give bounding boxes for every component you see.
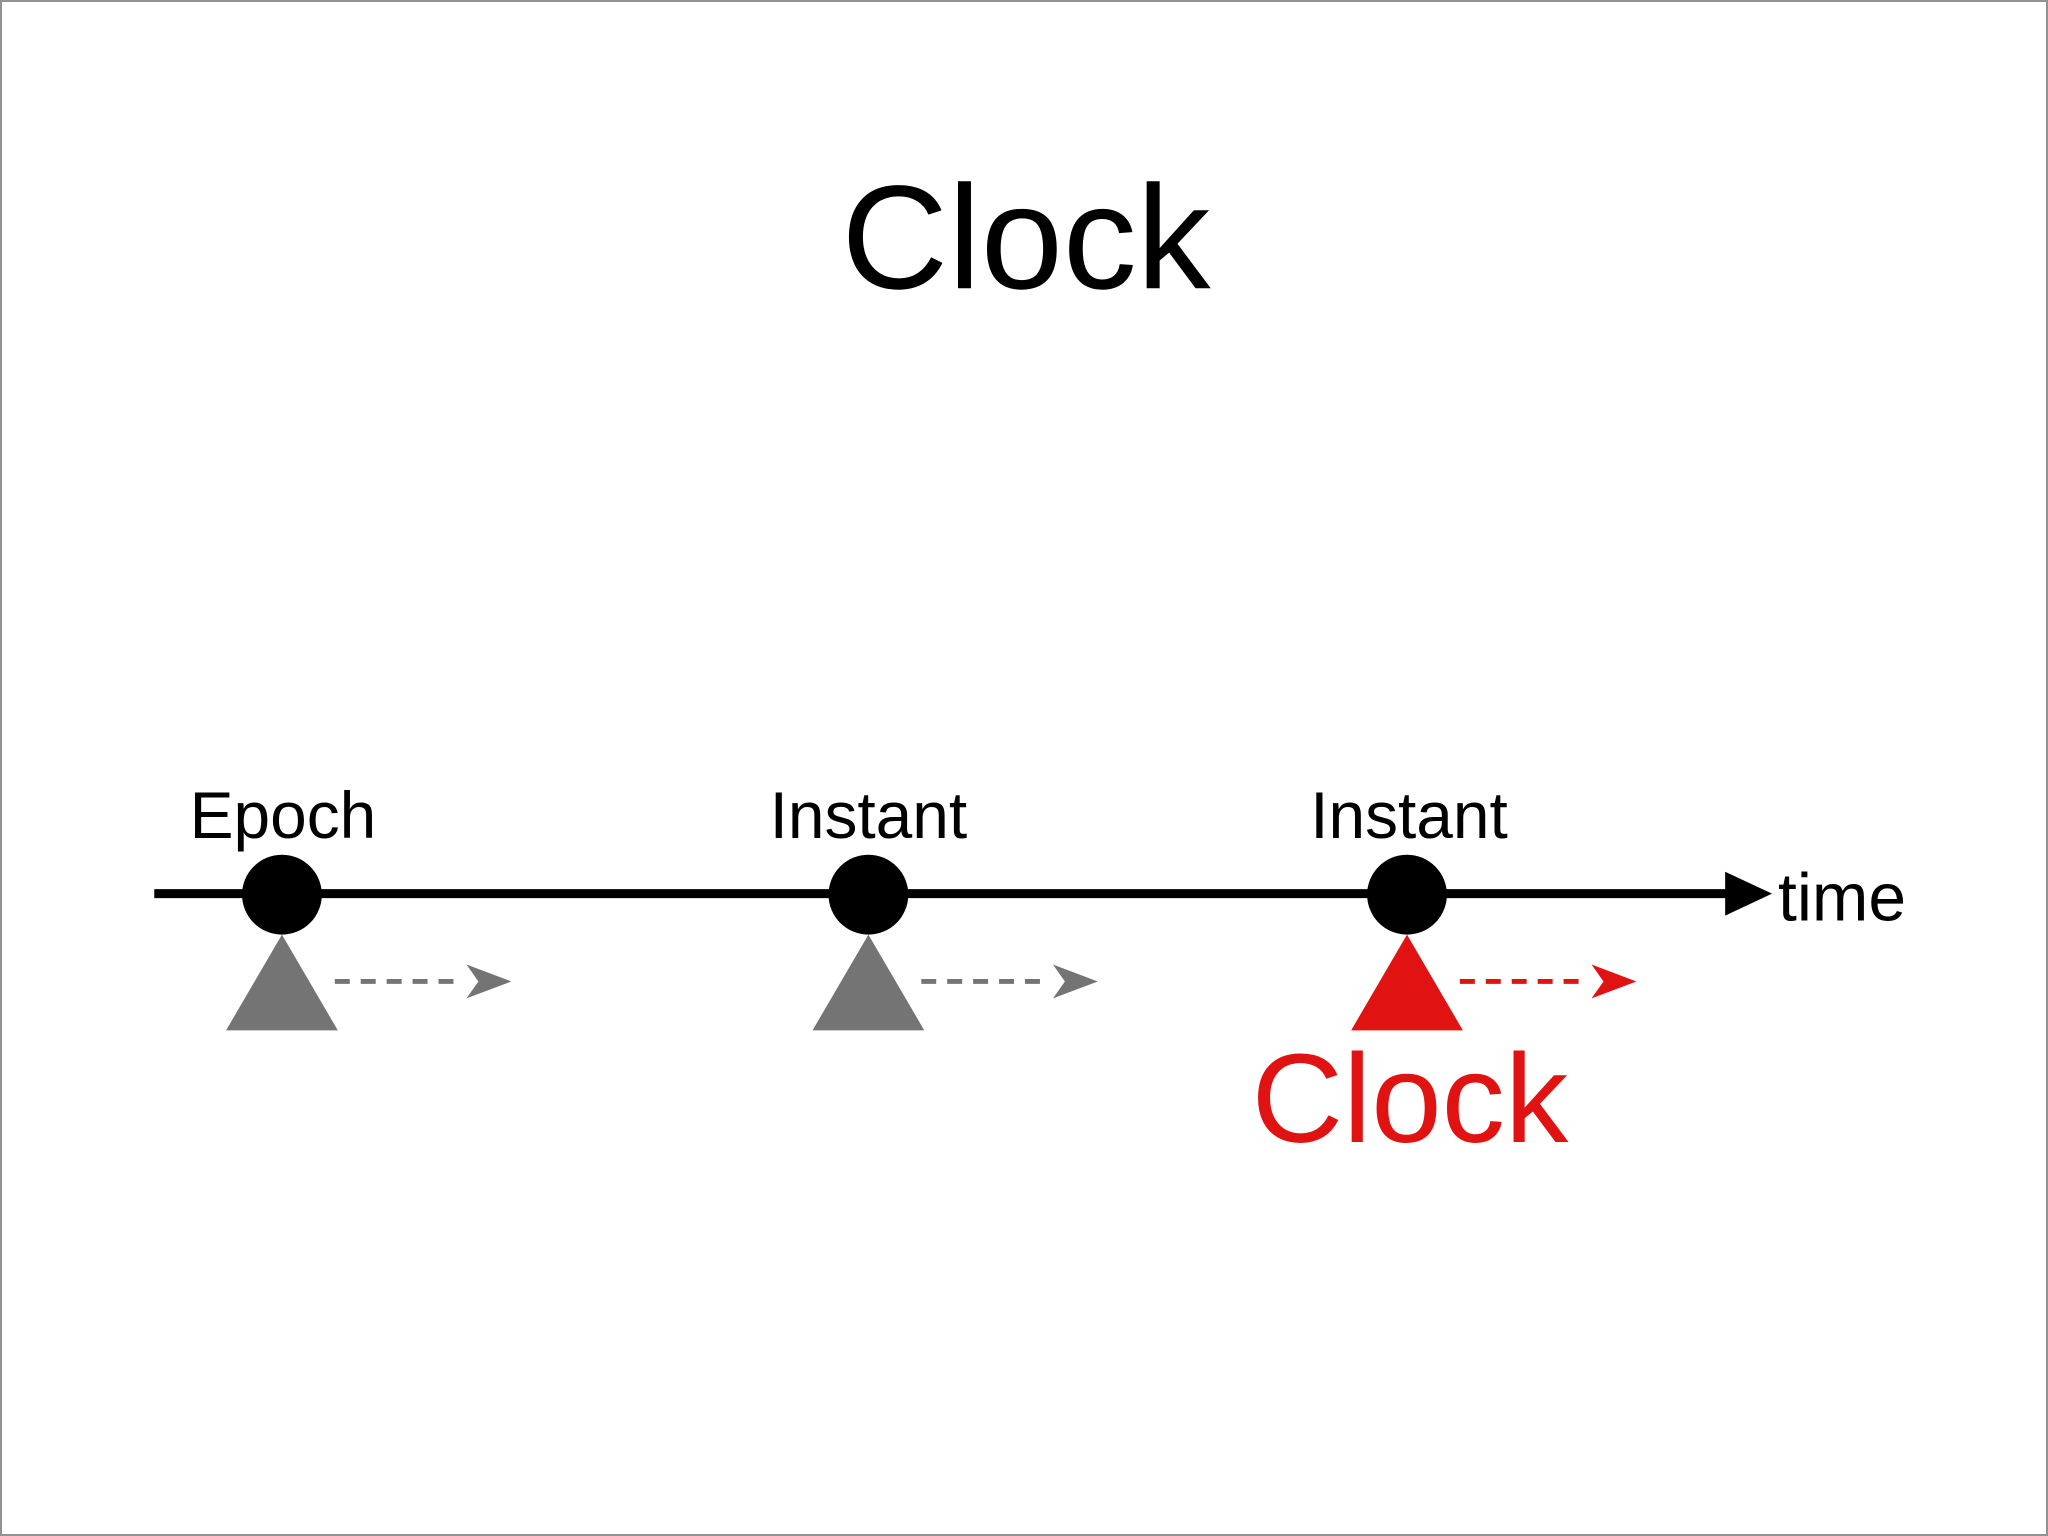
clock-arrowhead-icon — [1591, 964, 1637, 999]
instant-1-arrowhead-icon — [1052, 964, 1098, 999]
instant-2-label: Instant — [1310, 778, 1508, 852]
epoch-label: Epoch — [190, 778, 377, 852]
clock-pointer-triangle-icon — [1351, 934, 1463, 1031]
marker-instant-1: Instant — [770, 778, 1098, 1031]
epoch-pointer-triangle-icon — [226, 934, 338, 1031]
instant-1-label: Instant — [770, 778, 968, 852]
epoch-point — [242, 854, 322, 935]
instant-1-point — [828, 854, 909, 935]
timeline-axis-group: time — [154, 861, 1906, 936]
timeline-arrowhead-icon — [1725, 871, 1773, 916]
clock-annotation-label: Clock — [1252, 1027, 1569, 1169]
marker-epoch: Epoch — [190, 778, 512, 1031]
instant-2-point — [1367, 854, 1447, 935]
slide-title: Clock — [841, 155, 1211, 320]
time-axis-label: time — [1778, 861, 1906, 936]
instant-1-pointer-triangle-icon — [812, 934, 925, 1031]
epoch-arrowhead-icon — [466, 964, 512, 999]
marker-instant-clock: Instant Clock — [1252, 778, 1637, 1169]
